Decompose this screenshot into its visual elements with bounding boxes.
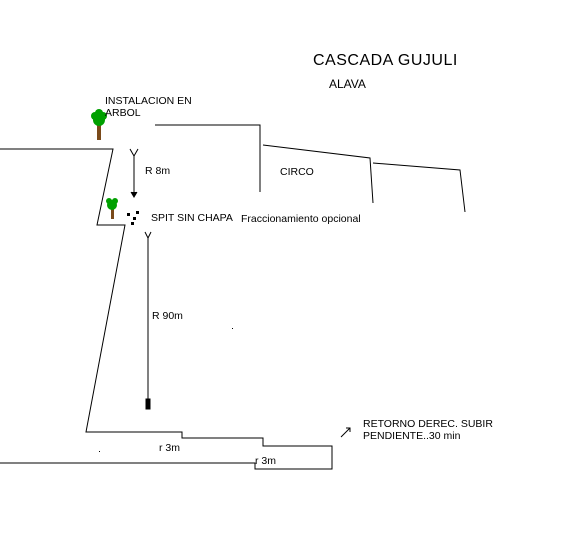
cliff-profile-top: [155, 124, 261, 192]
label-rope-3m-a: r 3m: [159, 442, 180, 454]
diagram-subtitle: ALAVA: [329, 77, 366, 91]
label-anchor-tree: INSTALACION EN ARBOL: [105, 95, 192, 120]
diagram-title: CASCADA GUJULI: [313, 52, 458, 69]
cliff-profile-left: [0, 148, 333, 470]
label-rope-3m-b: r 3m: [255, 455, 276, 467]
label-return: RETORNO DEREC. SUBIR PENDIENTE..30 min: [363, 418, 493, 443]
label-fraccionamiento: Fraccionamiento opcional: [241, 213, 361, 225]
label-rope-90m: R 90m: [152, 310, 183, 322]
circo-profile: [262, 144, 374, 204]
label-circo: CIRCO: [280, 166, 314, 178]
spit-anchor-icon: [127, 211, 139, 225]
tree-icon-ledge: [106, 198, 118, 219]
label-spit: SPIT SIN CHAPA: [151, 212, 233, 224]
label-rope-8m: R 8m: [145, 165, 171, 177]
rope-8m: [129, 148, 139, 198]
return-arrow-icon: [340, 427, 351, 438]
rope-90m: [144, 231, 152, 410]
circo-profile-right: [372, 162, 466, 213]
tree-icon: [91, 109, 107, 140]
